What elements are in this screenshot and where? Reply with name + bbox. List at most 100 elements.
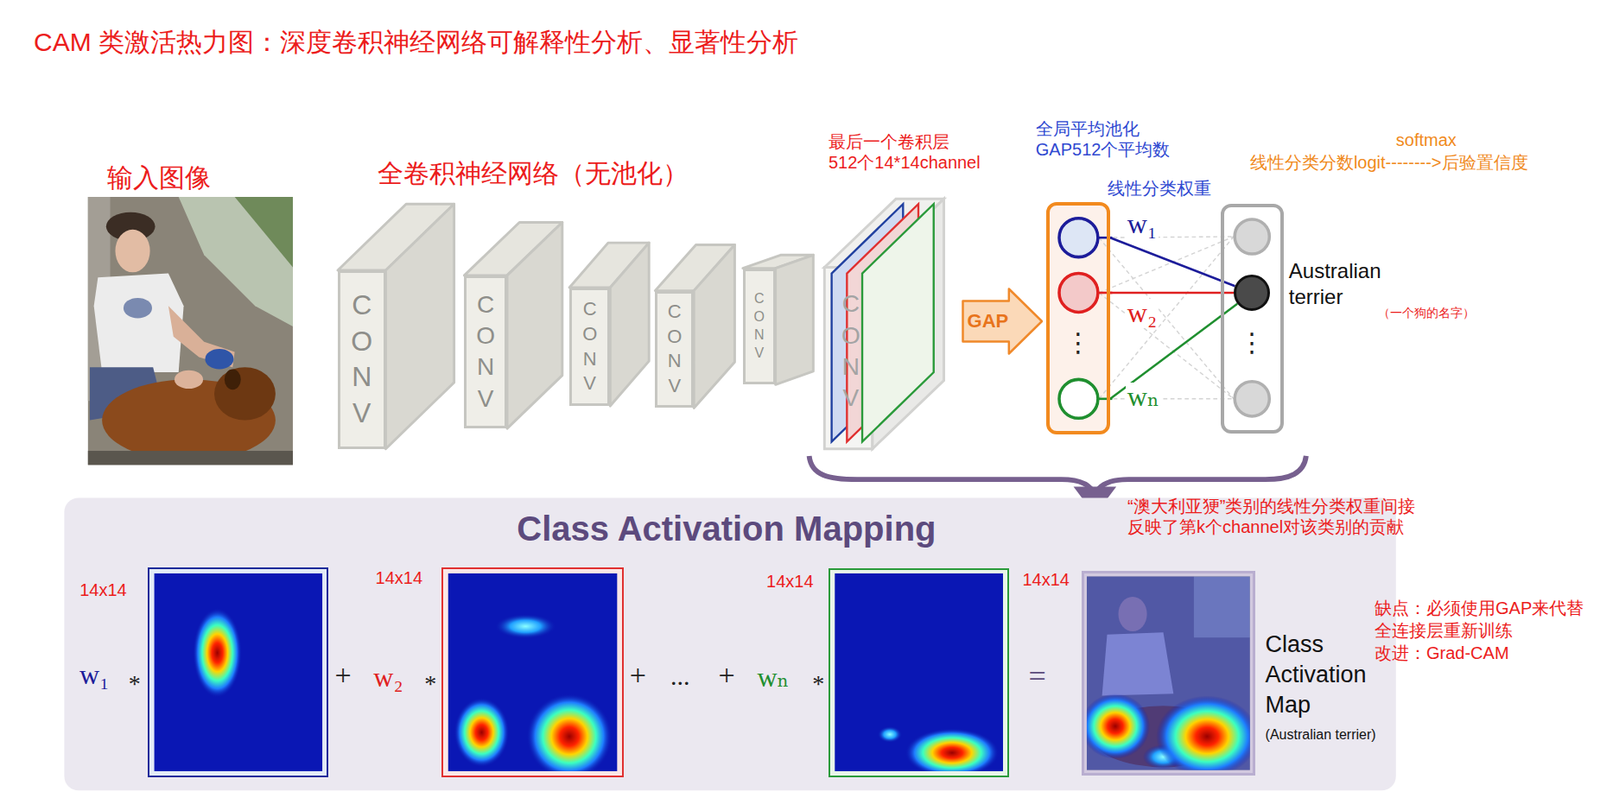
photo-ground bbox=[88, 196, 293, 466]
photo-floor bbox=[88, 450, 293, 466]
dense-line bbox=[1098, 236, 1234, 400]
heat-blob bbox=[454, 698, 510, 768]
text-line: Class bbox=[1265, 629, 1367, 661]
text-line: terrier bbox=[1288, 284, 1382, 311]
text-line: 改进：Grad-CAM bbox=[1374, 641, 1584, 665]
page-title: CAM 类激活热力图：深度卷积神经网络可解释性分析、显著性分析 bbox=[33, 26, 799, 58]
result-class: (Australian terrier) bbox=[1265, 726, 1377, 743]
heat-blob bbox=[1086, 693, 1150, 760]
heatmap bbox=[834, 573, 1004, 772]
class-neuron: Australian terrier bbox=[1233, 274, 1271, 312]
layer-label: CONV bbox=[348, 287, 376, 432]
layer-label: CONV bbox=[473, 289, 498, 416]
dense-line bbox=[1098, 236, 1234, 238]
conv-side bbox=[693, 244, 735, 408]
conv-side bbox=[385, 203, 454, 449]
text-line: Australian bbox=[1288, 258, 1382, 285]
layer-note: 全局平均池化 GAP512个平均数 bbox=[1035, 118, 1171, 160]
weight-symbol: w₂ bbox=[373, 660, 403, 694]
conv-layer: CONV bbox=[569, 287, 610, 407]
weight-note: 线性分类权重 bbox=[1107, 177, 1212, 199]
text-line: 缺点：必须使用GAP来代替 bbox=[1374, 596, 1584, 620]
text-line: 512个14*14channel bbox=[828, 152, 981, 173]
drawback-note: 缺点：必须使用GAP来代替 全连接层重新训练 改进：Grad-CAM bbox=[1374, 596, 1584, 665]
heat-blob bbox=[192, 608, 242, 699]
photo-trees bbox=[234, 196, 293, 267]
layer-label: CONV bbox=[838, 288, 864, 415]
conv-layer: CONV bbox=[742, 268, 776, 386]
dense-line bbox=[1098, 292, 1234, 400]
artwork-group bbox=[63, 196, 1396, 791]
photo-cloth bbox=[204, 349, 234, 370]
heat-blob bbox=[877, 726, 902, 743]
text-line: 最后一个卷积层 bbox=[828, 131, 981, 153]
size-label: 14x14 bbox=[375, 567, 424, 589]
size-label: 14x14 bbox=[766, 571, 814, 592]
operator: * bbox=[424, 669, 437, 699]
heat-blob bbox=[905, 728, 1000, 772]
text-line: Map bbox=[1265, 690, 1367, 721]
photo-print bbox=[123, 298, 153, 319]
operator: + bbox=[629, 658, 647, 694]
panel-title: Class Activation Mapping bbox=[516, 507, 936, 550]
output-layer: ⋮Australian terrier bbox=[1220, 203, 1284, 434]
conv-layer: CONV bbox=[337, 270, 387, 450]
neuron bbox=[1059, 379, 1099, 419]
operator: + bbox=[718, 658, 736, 694]
weight-note: “澳大利亚㹴”类别的线性分类权重间接 反映了第k个channel对该类别的贡献 bbox=[1127, 495, 1416, 538]
ellipsis: ⋮ bbox=[1049, 328, 1107, 357]
image-heading: 输入图像 bbox=[107, 162, 211, 194]
dense-line bbox=[1098, 236, 1234, 293]
feature-heatmap: 14x14 bbox=[828, 568, 1010, 778]
operator: * bbox=[812, 669, 825, 699]
layer-note: 最后一个卷积层 512个14*14channel bbox=[828, 131, 981, 173]
output-neuron bbox=[1234, 219, 1270, 254]
photo-shirt bbox=[94, 273, 185, 374]
bracket bbox=[809, 456, 1307, 496]
heat-blob bbox=[495, 614, 557, 639]
heat-blob bbox=[526, 693, 612, 772]
photo-dog-ear bbox=[224, 369, 242, 391]
ellipsis: ... bbox=[670, 660, 691, 693]
output-neuron bbox=[1234, 381, 1270, 417]
weight-label: w₂ bbox=[1125, 298, 1159, 329]
text-line: 全局平均池化 bbox=[1035, 118, 1171, 140]
dense-line bbox=[1098, 398, 1234, 400]
cam-panel: Class Activation Mapping 14x14 14x14 14x14 1… bbox=[63, 497, 1396, 791]
heatmap-ground bbox=[153, 573, 323, 772]
layer-label: CONV bbox=[665, 299, 685, 399]
operator: + bbox=[334, 658, 351, 694]
input-photo bbox=[88, 196, 293, 466]
text-line: 反映了第k个channel对该类别的贡献 bbox=[1127, 516, 1416, 538]
photo-face bbox=[114, 229, 150, 274]
softmax-note: 线性分类分数logit-------->后验置信度 bbox=[1250, 152, 1529, 173]
weight-line bbox=[1110, 292, 1234, 295]
arrow-label: GAP bbox=[967, 310, 1010, 333]
conv-layer: CONV bbox=[654, 291, 694, 409]
conv-side bbox=[775, 254, 814, 385]
feature-stack bbox=[824, 198, 944, 449]
feature-map-stack: 最后一个卷积层 512个14*14channelCONV bbox=[824, 198, 944, 449]
section-heading: 全卷积神经网络（无池化） bbox=[377, 158, 689, 190]
conv-layer: CONV bbox=[463, 275, 508, 429]
conv-faces bbox=[337, 203, 813, 449]
frame-fill bbox=[828, 568, 1010, 778]
frame-fill bbox=[147, 567, 329, 778]
arrow-outline bbox=[962, 289, 1042, 355]
feature-heatmap: 14x14 bbox=[147, 567, 329, 778]
weight-line bbox=[1110, 237, 1235, 286]
feature-heatmap: 14x14 bbox=[441, 567, 623, 778]
weight-label: wₙ bbox=[1125, 382, 1162, 413]
input-image: 输入图像 bbox=[88, 196, 293, 466]
panel-fill bbox=[63, 497, 1396, 791]
operator: = bbox=[1028, 658, 1047, 696]
heatmap bbox=[448, 573, 618, 772]
conv-side bbox=[507, 222, 563, 429]
dense-lines bbox=[1098, 236, 1234, 400]
class-note: （一个狗的名字） bbox=[1377, 305, 1475, 321]
class-name: Australian terrier bbox=[1288, 258, 1382, 311]
green-channel bbox=[862, 203, 934, 442]
photo-dog-head bbox=[214, 367, 276, 420]
